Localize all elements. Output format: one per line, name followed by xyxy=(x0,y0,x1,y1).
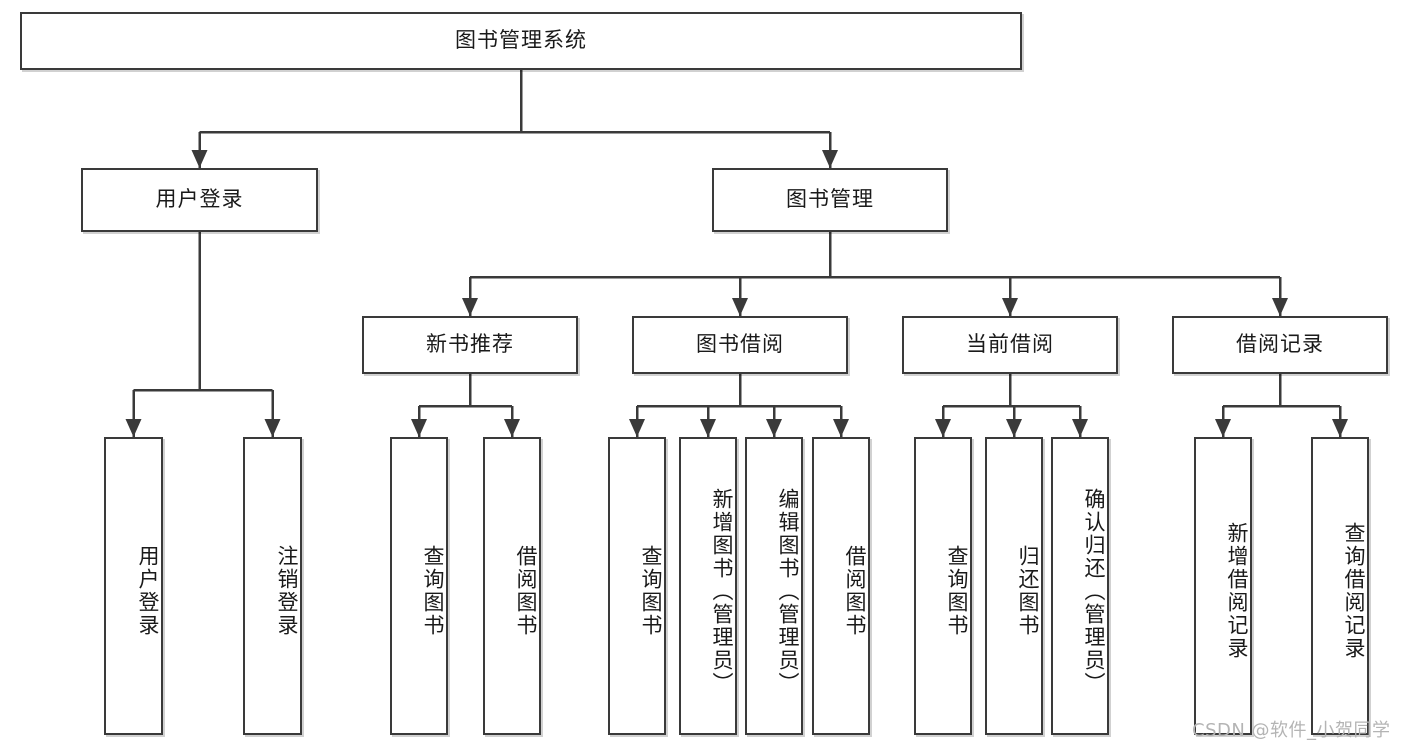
node-book-borrow[interactable]: 图书借阅 xyxy=(632,316,848,374)
node-label: 归还图书 xyxy=(1016,545,1040,637)
node-leaf-user-login[interactable]: 用户登录 xyxy=(104,437,163,735)
node-label: 注销登录 xyxy=(275,545,299,637)
node-root[interactable]: 图书管理系统 xyxy=(20,12,1022,70)
node-label: 查询借阅记录 xyxy=(1342,522,1366,660)
node-borrow-record[interactable]: 借阅记录 xyxy=(1172,316,1388,374)
node-leaf-borrow-query-book[interactable]: 查询图书 xyxy=(608,437,666,735)
node-new-book-recommend[interactable]: 新书推荐 xyxy=(362,316,578,374)
node-leaf-cur-return-book[interactable]: 归还图书 xyxy=(985,437,1043,735)
node-leaf-cur-query-book[interactable]: 查询图书 xyxy=(914,437,972,735)
node-leaf-rec-query-book[interactable]: 查询图书 xyxy=(390,437,448,735)
node-book-manage[interactable]: 图书管理 xyxy=(712,168,948,232)
node-leaf-rec-query-record[interactable]: 查询借阅记录 xyxy=(1311,437,1369,735)
node-label: 确认归还（管理员） xyxy=(1082,487,1106,695)
node-label: 查询图书 xyxy=(945,545,969,637)
node-leaf-cur-confirm-return[interactable]: 确认归还（管理员） xyxy=(1051,437,1109,735)
node-leaf-borrow-borrow-book[interactable]: 借阅图书 xyxy=(812,437,870,735)
node-label: 用户登录 xyxy=(136,545,160,637)
node-label: 新增图书（管理员） xyxy=(710,487,734,695)
node-label: 查询图书 xyxy=(639,545,663,637)
node-leaf-borrow-edit-book[interactable]: 编辑图书（管理员） xyxy=(745,437,803,735)
node-current-borrow[interactable]: 当前借阅 xyxy=(902,316,1118,374)
node-leaf-user-logout[interactable]: 注销登录 xyxy=(243,437,302,735)
node-label: 编辑图书（管理员） xyxy=(776,487,800,695)
node-label: 新增借阅记录 xyxy=(1225,522,1249,660)
node-label: 查询图书 xyxy=(421,545,445,637)
node-user-login[interactable]: 用户登录 xyxy=(81,168,318,232)
node-leaf-rec-borrow-book[interactable]: 借阅图书 xyxy=(483,437,541,735)
csdn-watermark: CSDN @软件_小贺同学 xyxy=(1192,720,1391,741)
node-leaf-rec-add-record[interactable]: 新增借阅记录 xyxy=(1194,437,1252,735)
node-label: 借阅图书 xyxy=(843,545,867,637)
node-leaf-borrow-add-book[interactable]: 新增图书（管理员） xyxy=(679,437,737,735)
node-label: 借阅图书 xyxy=(514,545,538,637)
